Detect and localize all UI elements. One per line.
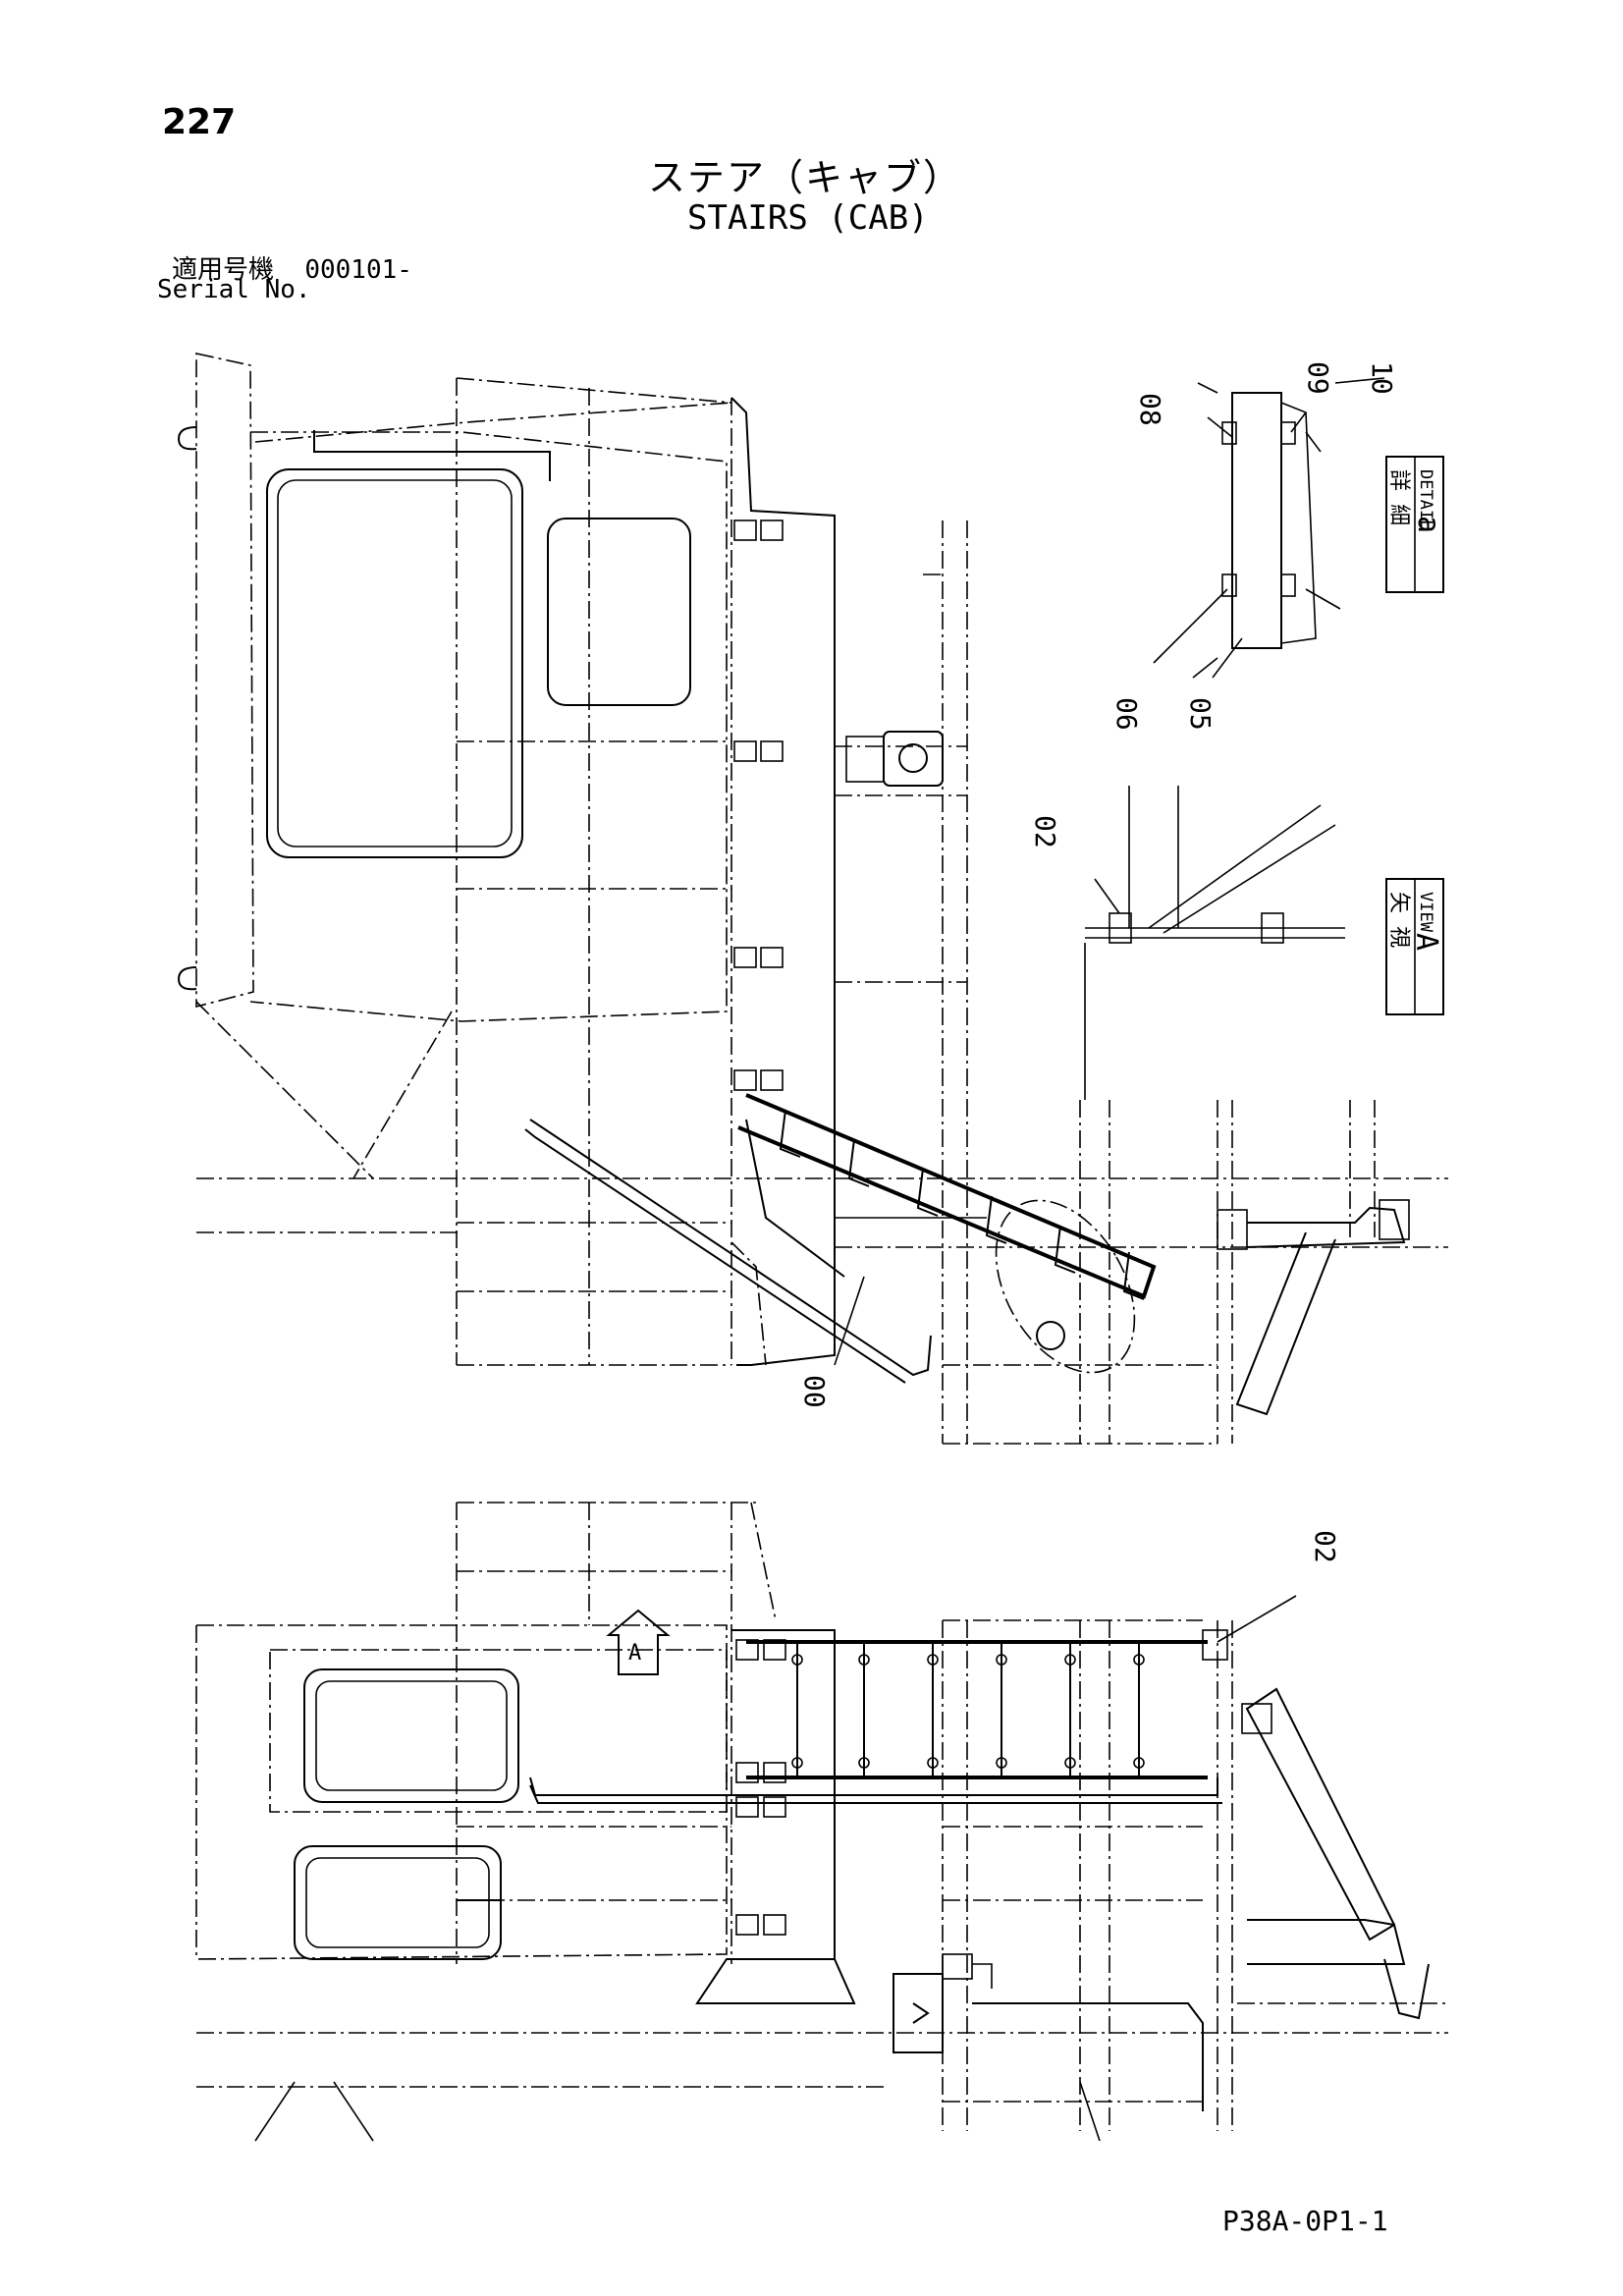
- callout-10: 10: [1366, 361, 1398, 395]
- view-box-en: VIEW: [1416, 892, 1435, 933]
- callout-05: 05: [1184, 697, 1217, 731]
- callout-00: 00: [798, 1375, 831, 1408]
- callout-02-view: 02: [1029, 815, 1061, 848]
- drawing-code: P38A-0P1-1: [1222, 2205, 1388, 2237]
- detail-box-letter: a: [1411, 516, 1445, 533]
- serial-label-ja-text: 適用号機: [172, 255, 275, 285]
- title-english: STAIRS (CAB): [687, 198, 929, 238]
- callout-02-bottom: 02: [1309, 1530, 1341, 1563]
- page-number: 227: [162, 102, 237, 142]
- callout-08: 08: [1134, 393, 1166, 426]
- view-box-letter: A: [1409, 933, 1443, 951]
- serial-value: 000101-: [304, 255, 412, 285]
- callout-06: 06: [1110, 697, 1143, 731]
- serial-label-english: Serial No.: [157, 275, 311, 304]
- callout-09: 09: [1302, 361, 1334, 395]
- title-japanese: ステア（キャブ）: [648, 156, 963, 199]
- view-box-ja: 矢 視: [1386, 892, 1411, 948]
- lower-cab-view: A: [195, 1502, 1448, 2142]
- view-arrow-label: A: [628, 1641, 641, 1666]
- detail-a-view: 08 09 10 06 05 詳 細 DETAIL a: [1110, 361, 1445, 731]
- detail-box-ja: 詳 細: [1386, 469, 1411, 525]
- serial-label-japanese: 適用号機 000101-: [172, 249, 412, 286]
- view-a: 02 矢 視 VIEW A: [1029, 786, 1444, 1100]
- detail-box-en: DETAIL: [1416, 469, 1435, 529]
- upper-cab-view: [177, 353, 1448, 1445]
